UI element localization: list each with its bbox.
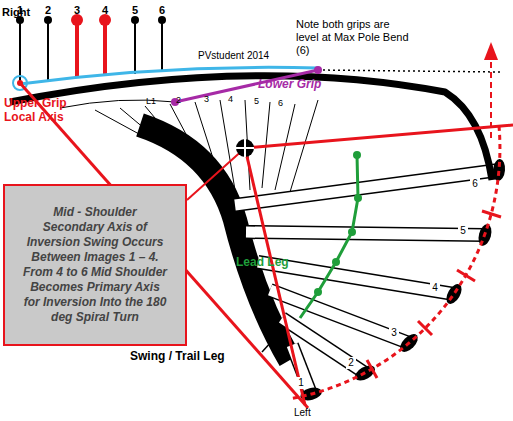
leg-dot: [348, 228, 356, 236]
leg-fill: [292, 345, 311, 394]
callout-number: 4: [228, 94, 233, 104]
callout-number: 1: [296, 377, 306, 389]
body-outline: [60, 100, 175, 108]
watermark: PVstudent 2014: [198, 50, 269, 62]
axis-line: [245, 148, 305, 405]
note-text: Note both grips are level at Max Pole Be…: [296, 18, 414, 57]
grip-stem: [47, 20, 49, 80]
rotation-arrow: [490, 58, 492, 138]
callout-number: 6: [156, 4, 168, 17]
callout-number: 1: [14, 4, 26, 17]
callout-number: 3: [204, 94, 209, 104]
grip-stem: [134, 20, 136, 74]
leg-label: Lead Leg: [236, 256, 289, 270]
leg-label: Swing / Trail Leg: [130, 350, 225, 364]
leg-dot: [332, 258, 340, 266]
callout-number: 5: [458, 225, 468, 237]
stem-head: [44, 16, 52, 24]
leg-fill: [246, 232, 485, 235]
arc-tick: [457, 270, 475, 281]
callout-number: 5: [254, 96, 259, 106]
callout-number: 2: [176, 95, 181, 105]
arc-tick: [418, 321, 432, 335]
leg-fill: [270, 290, 409, 343]
callout-text: Mid - Shoulder Secondary Axis of Inversi…: [21, 205, 169, 325]
stem-head: [131, 16, 139, 24]
grip-label: Upper Grip Local Axis: [4, 96, 94, 124]
lead-leg-line: [300, 155, 358, 318]
callout-number: 4: [430, 282, 440, 294]
callout-number: 6: [278, 98, 283, 108]
callout-number: 2: [346, 357, 356, 369]
grip-stem: [103, 20, 107, 76]
grip-label: Lower Grip: [258, 78, 321, 92]
leg-dot: [314, 288, 322, 296]
grip-stem: [19, 20, 21, 82]
crosshair-line: [244, 139, 246, 157]
callout-number: 6: [470, 178, 480, 190]
leg-dot: [353, 151, 361, 159]
callout-number: 5: [129, 4, 141, 17]
leg-outline: [235, 170, 499, 205]
axis-line: [245, 125, 513, 148]
leader-line: [262, 330, 282, 352]
arc-tick: [367, 360, 377, 378]
arc-tick: [482, 211, 501, 217]
callout-number: L1: [146, 96, 156, 106]
callout-box: Mid - Shoulder Secondary Axis of Inversi…: [3, 184, 187, 346]
level-line: [318, 70, 500, 72]
leg-outline: [246, 232, 485, 235]
side-label: Left: [294, 407, 311, 419]
grip-dot: [314, 66, 322, 74]
leg-dot: [354, 194, 362, 202]
callout-number: 3: [71, 4, 83, 17]
callout-number: 3: [389, 327, 399, 339]
arrow-head: [484, 42, 498, 60]
stem-head: [158, 16, 166, 24]
leg-outline: [270, 290, 409, 343]
leg-fill: [235, 170, 499, 205]
leg-outline: [292, 345, 311, 394]
grip-stem: [161, 20, 163, 72]
pole: [10, 76, 492, 180]
callout-number: 2: [42, 4, 54, 17]
side-label: Right: [2, 6, 30, 19]
grip-stem: [75, 20, 79, 78]
leader-line: [187, 148, 245, 200]
callout-number: 4: [99, 4, 111, 17]
crosshair: [236, 139, 254, 157]
rotation-arc: [289, 126, 500, 399]
